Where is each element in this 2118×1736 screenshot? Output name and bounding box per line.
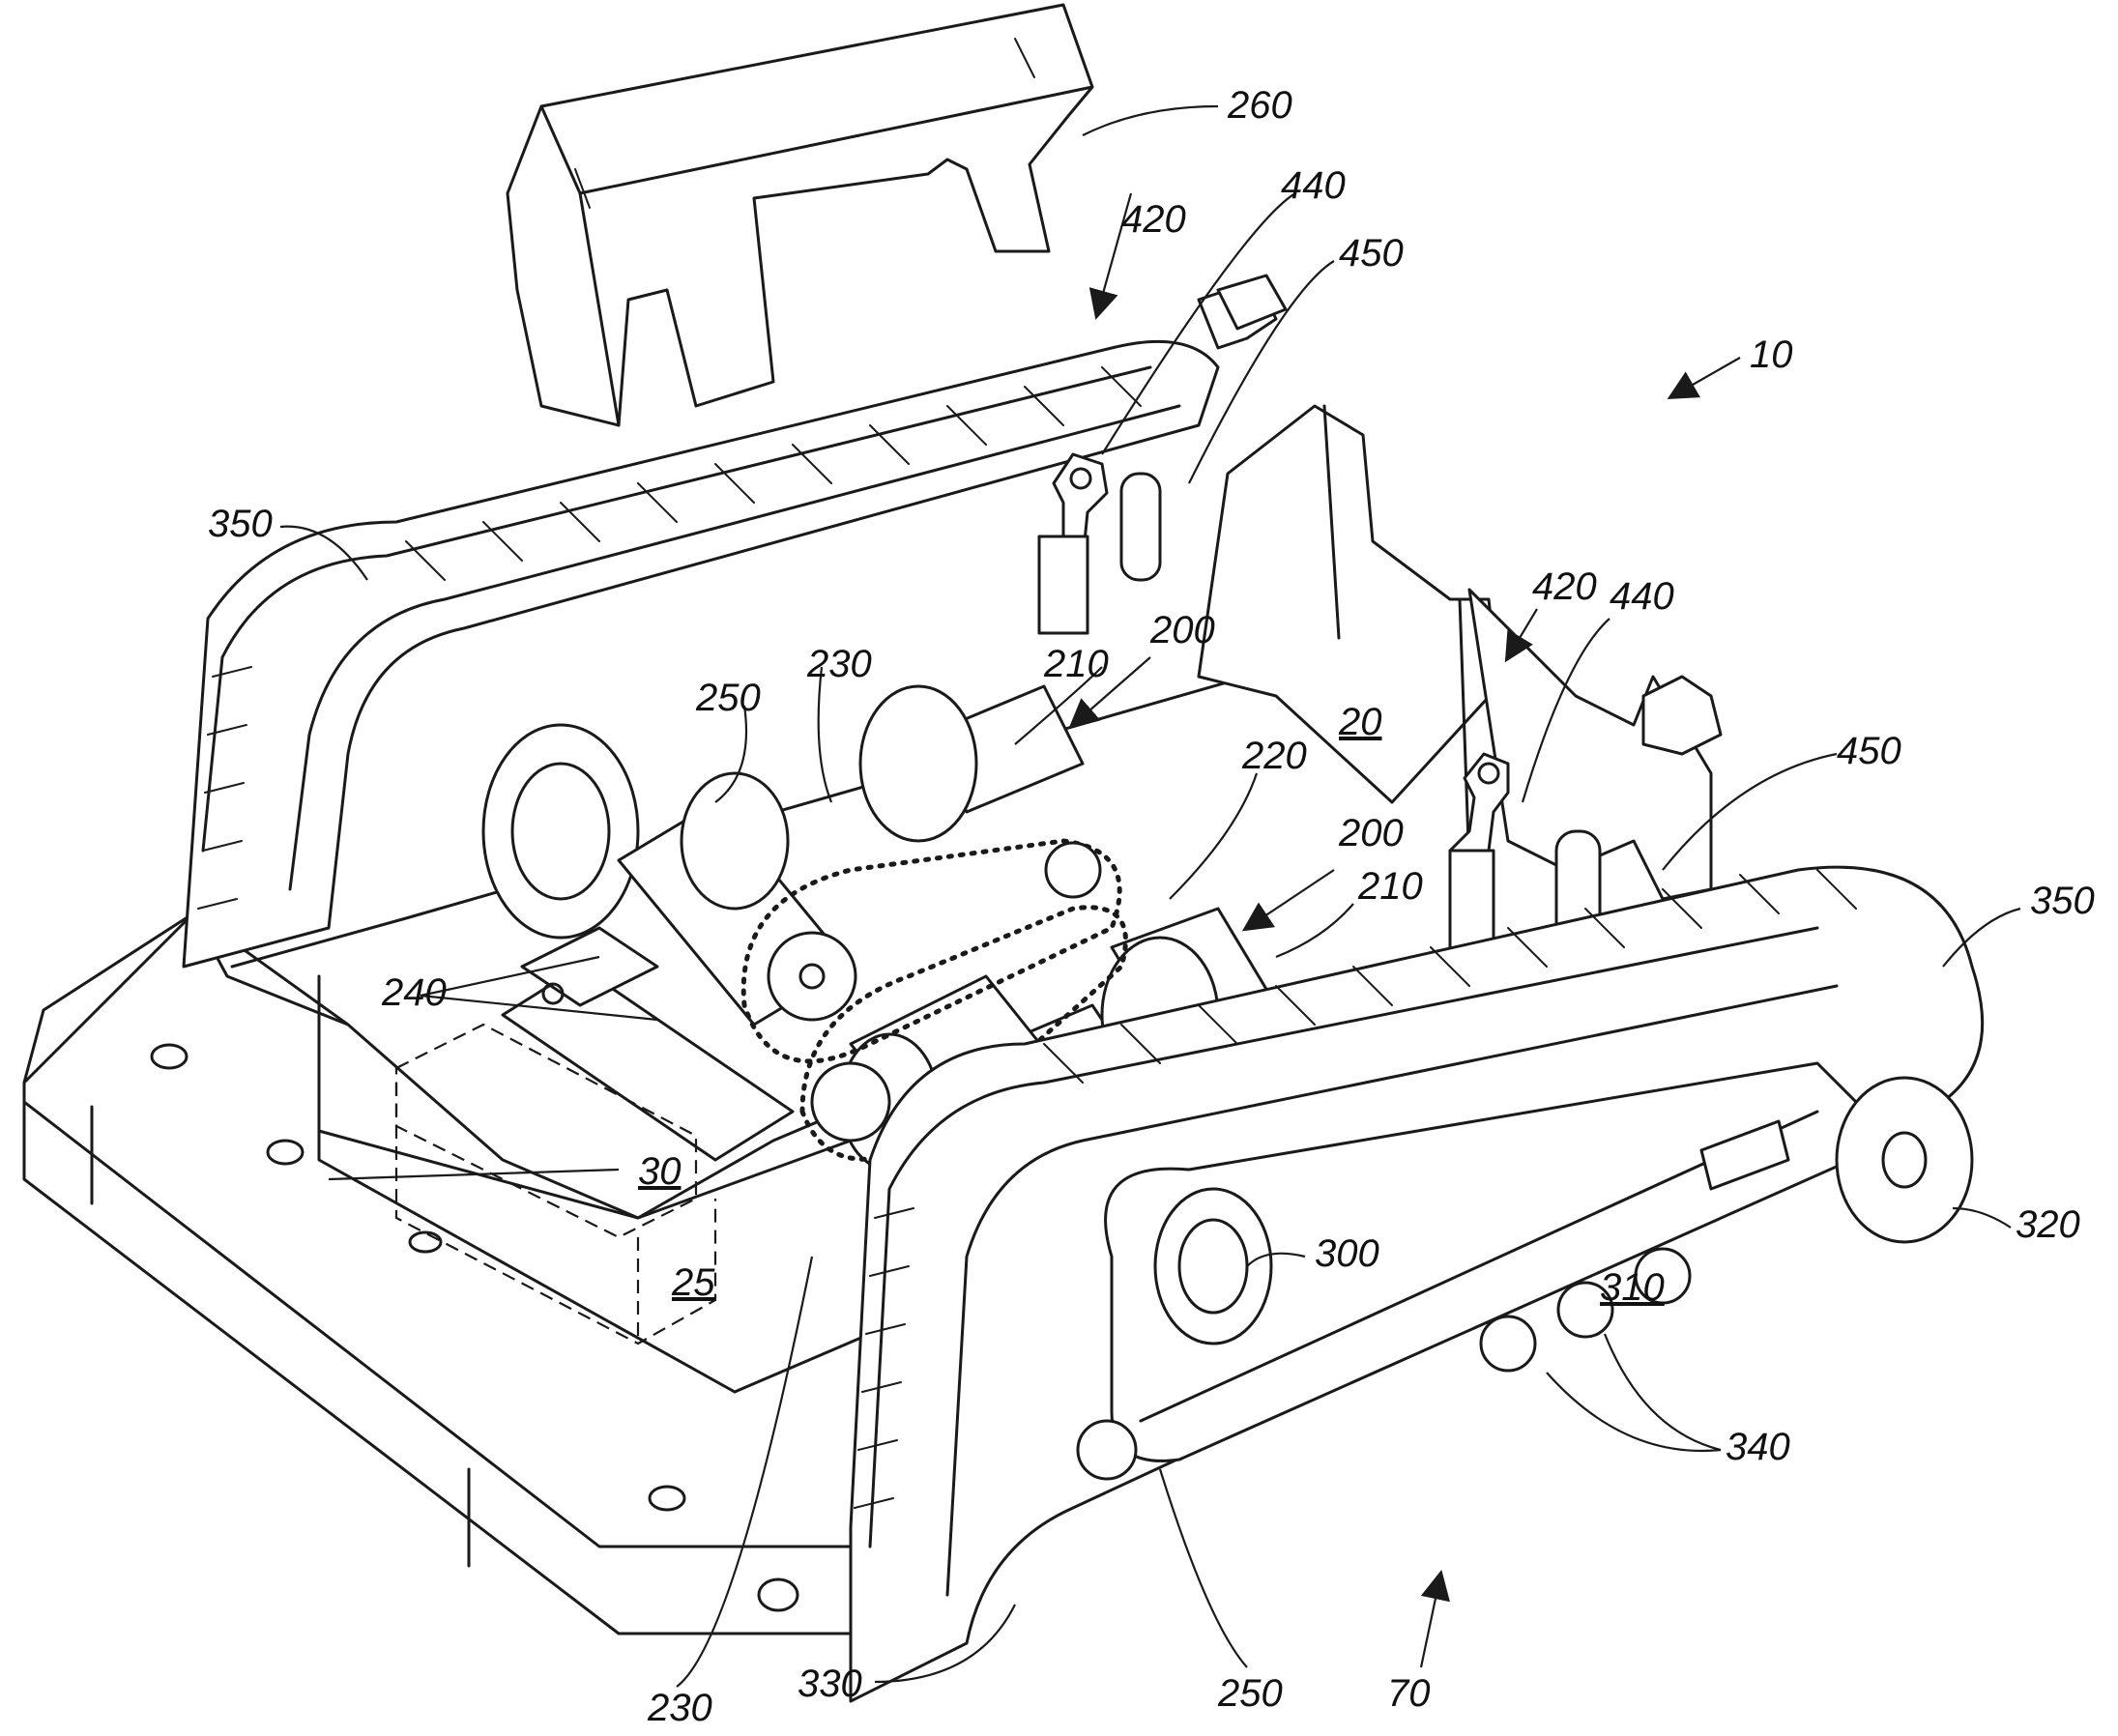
label-250-bottom: 250 xyxy=(1217,1672,1283,1715)
chain-drive xyxy=(740,838,1128,1162)
leader-lines xyxy=(279,104,2021,1688)
label-450-right: 450 xyxy=(1837,730,1901,772)
label-330: 330 xyxy=(798,1663,862,1705)
label-230-bottom: 230 xyxy=(647,1687,712,1729)
motor-assembly xyxy=(328,926,795,1345)
label-70: 70 xyxy=(1387,1672,1431,1715)
cover-260 xyxy=(506,3,1094,427)
track-left-treads xyxy=(197,366,1142,910)
label-350-left: 350 xyxy=(208,503,273,545)
side-wall-panels xyxy=(1197,274,1723,901)
label-420-top: 420 xyxy=(1121,198,1186,241)
label-210-top: 210 xyxy=(1043,643,1109,685)
label-200-mid: 200 xyxy=(1338,812,1404,854)
label-440-top: 440 xyxy=(1281,164,1346,207)
guide-posts xyxy=(1037,452,1602,959)
label-320: 320 xyxy=(2016,1203,2080,1246)
label-420-right: 420 xyxy=(1532,565,1597,608)
label-300: 300 xyxy=(1315,1232,1379,1275)
reference-numerals: 260 420 440 450 10 350 420 440 250 230 2… xyxy=(208,84,2095,1729)
label-220: 220 xyxy=(1241,735,1307,777)
track-left xyxy=(182,339,1220,969)
label-200-top: 200 xyxy=(1149,609,1215,651)
label-450-top: 450 xyxy=(1339,232,1404,275)
label-260: 260 xyxy=(1227,84,1292,127)
track-right xyxy=(849,865,1985,1703)
label-10: 10 xyxy=(1750,333,1793,376)
label-250-top: 250 xyxy=(695,677,761,719)
label-310: 310 xyxy=(1600,1266,1665,1309)
label-350-right: 350 xyxy=(2030,880,2095,922)
label-25: 25 xyxy=(671,1261,715,1304)
label-30: 30 xyxy=(638,1150,682,1193)
label-240: 240 xyxy=(381,971,447,1014)
track-right-treads xyxy=(854,869,1857,1509)
label-440-right: 440 xyxy=(1610,575,1674,618)
label-20: 20 xyxy=(1338,701,1382,743)
label-340: 340 xyxy=(1726,1426,1790,1468)
label-210-mid: 210 xyxy=(1357,865,1423,908)
label-230-top: 230 xyxy=(806,643,872,685)
